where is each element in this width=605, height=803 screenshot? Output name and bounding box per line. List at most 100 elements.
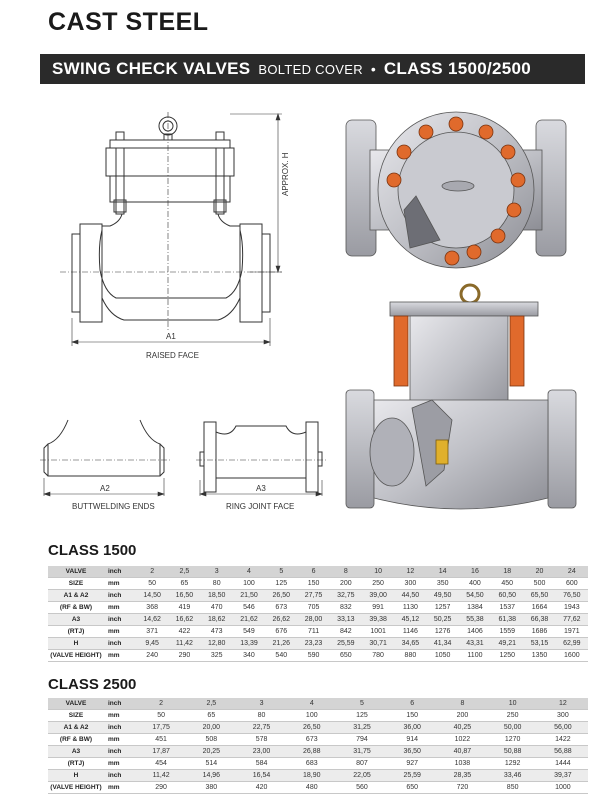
valve-drawings: APPROX. H A1 RAISED FACE A2 BUTTWELDING … [40,111,577,511]
row-unit: inch [104,769,136,782]
row-label: H [48,769,104,782]
table-cell: 371 [136,625,169,638]
table-cell: 1600 [555,649,588,662]
row-unit: mm [104,733,136,746]
table-cell: 300 [394,577,427,590]
table-cell: 34,65 [394,637,427,650]
table-cell: 914 [387,733,438,746]
table-cell: 422 [168,625,201,638]
table-cell: 30,71 [361,637,395,650]
table-cell: 18,50 [200,589,233,602]
table-cell: 673 [265,601,298,614]
table-cell: 3 [236,698,287,710]
table-cell: 77,62 [555,613,588,626]
table-cell: 14 [426,566,459,578]
table-cell: 100 [286,709,337,722]
table-cell: 1038 [437,757,488,770]
table-cell: 420 [236,781,287,794]
table-cell: 80 [236,709,287,722]
row-label: (RTJ) [48,625,104,638]
table-cell: 807 [336,757,388,770]
table-cell: 451 [136,733,187,746]
dimension-lines [71,113,282,346]
table-cell: 12 [394,566,427,578]
row-label: A1 & A2 [48,589,104,602]
table-cell: 55,38 [458,613,492,626]
table-cell: 61,38 [491,613,524,626]
table-cell: 14,96 [186,769,237,782]
table-cell: 5 [336,698,388,710]
a3-label: A3 [256,484,266,493]
table-cell: 6 [387,698,438,710]
table-cell: 1022 [437,733,488,746]
table-cell: 23,00 [236,745,287,758]
table-cell: 18,62 [200,613,233,626]
table-cell: 54,50 [458,589,492,602]
table-cell: 1130 [394,601,427,614]
table-cell: 65,50 [523,589,556,602]
table-cell: 650 [387,781,438,794]
ring-joint-face-drawing [196,421,326,493]
table-cell: 1050 [426,649,459,662]
row-unit: mm [104,625,136,638]
a1-label: A1 [166,332,176,341]
table-cell: 1100 [458,649,492,662]
row-label: A1 & A2 [48,721,104,734]
row-unit: inch [104,566,136,578]
table-cell: 480 [286,781,337,794]
table-cell: 25,59 [329,637,362,650]
table-cell: 340 [232,649,266,662]
table-cell: 1444 [537,757,588,770]
table-cell: 20,00 [186,721,237,734]
row-label: (RF & BW) [48,601,104,614]
table-cell: 1000 [537,781,588,794]
row-label: (RF & BW) [48,733,104,746]
table-cell: 1559 [491,625,524,638]
table-cell: 26,50 [286,721,337,734]
table-cell: 300 [537,709,588,722]
row-unit: mm [104,757,136,770]
table-cell: 2,5 [186,698,237,710]
table-cell: 39,37 [537,769,588,782]
table-cell: 22,75 [236,721,287,734]
table-cell: 150 [387,709,438,722]
table-cell: 24 [555,566,588,578]
table-cell: 50 [136,709,187,722]
table-cell: 325 [200,649,233,662]
table-cell: 1270 [487,733,538,746]
table-cell: 10 [487,698,538,710]
table-cell: 683 [286,757,337,770]
table-cell: 20 [523,566,556,578]
table-cell: 76,50 [555,589,588,602]
table-cell: 240 [136,649,169,662]
table-cell: 18,90 [286,769,337,782]
row-label: (RTJ) [48,757,104,770]
table-cell: 16 [458,566,492,578]
buttwelding-ends-label: BUTTWELDING ENDS [72,502,155,511]
table-cell: 927 [387,757,438,770]
table-cell: 380 [186,781,237,794]
table-cell: 290 [168,649,201,662]
table-cell: 20,25 [186,745,237,758]
table-cell: 508 [186,733,237,746]
table-cell: 4 [286,698,337,710]
table-cell: 2,5 [168,566,201,578]
row-unit: inch [104,745,136,758]
table-cell: 1537 [491,601,524,614]
table-cell: 10 [361,566,395,578]
table-cell: 500 [523,577,556,590]
table-cell: 14,62 [136,613,169,626]
table-cell: 590 [297,649,330,662]
raised-face-outline-drawing [60,112,282,330]
table-cell: 8 [329,566,362,578]
row-label: H [48,637,104,650]
table-cell: 400 [458,577,492,590]
